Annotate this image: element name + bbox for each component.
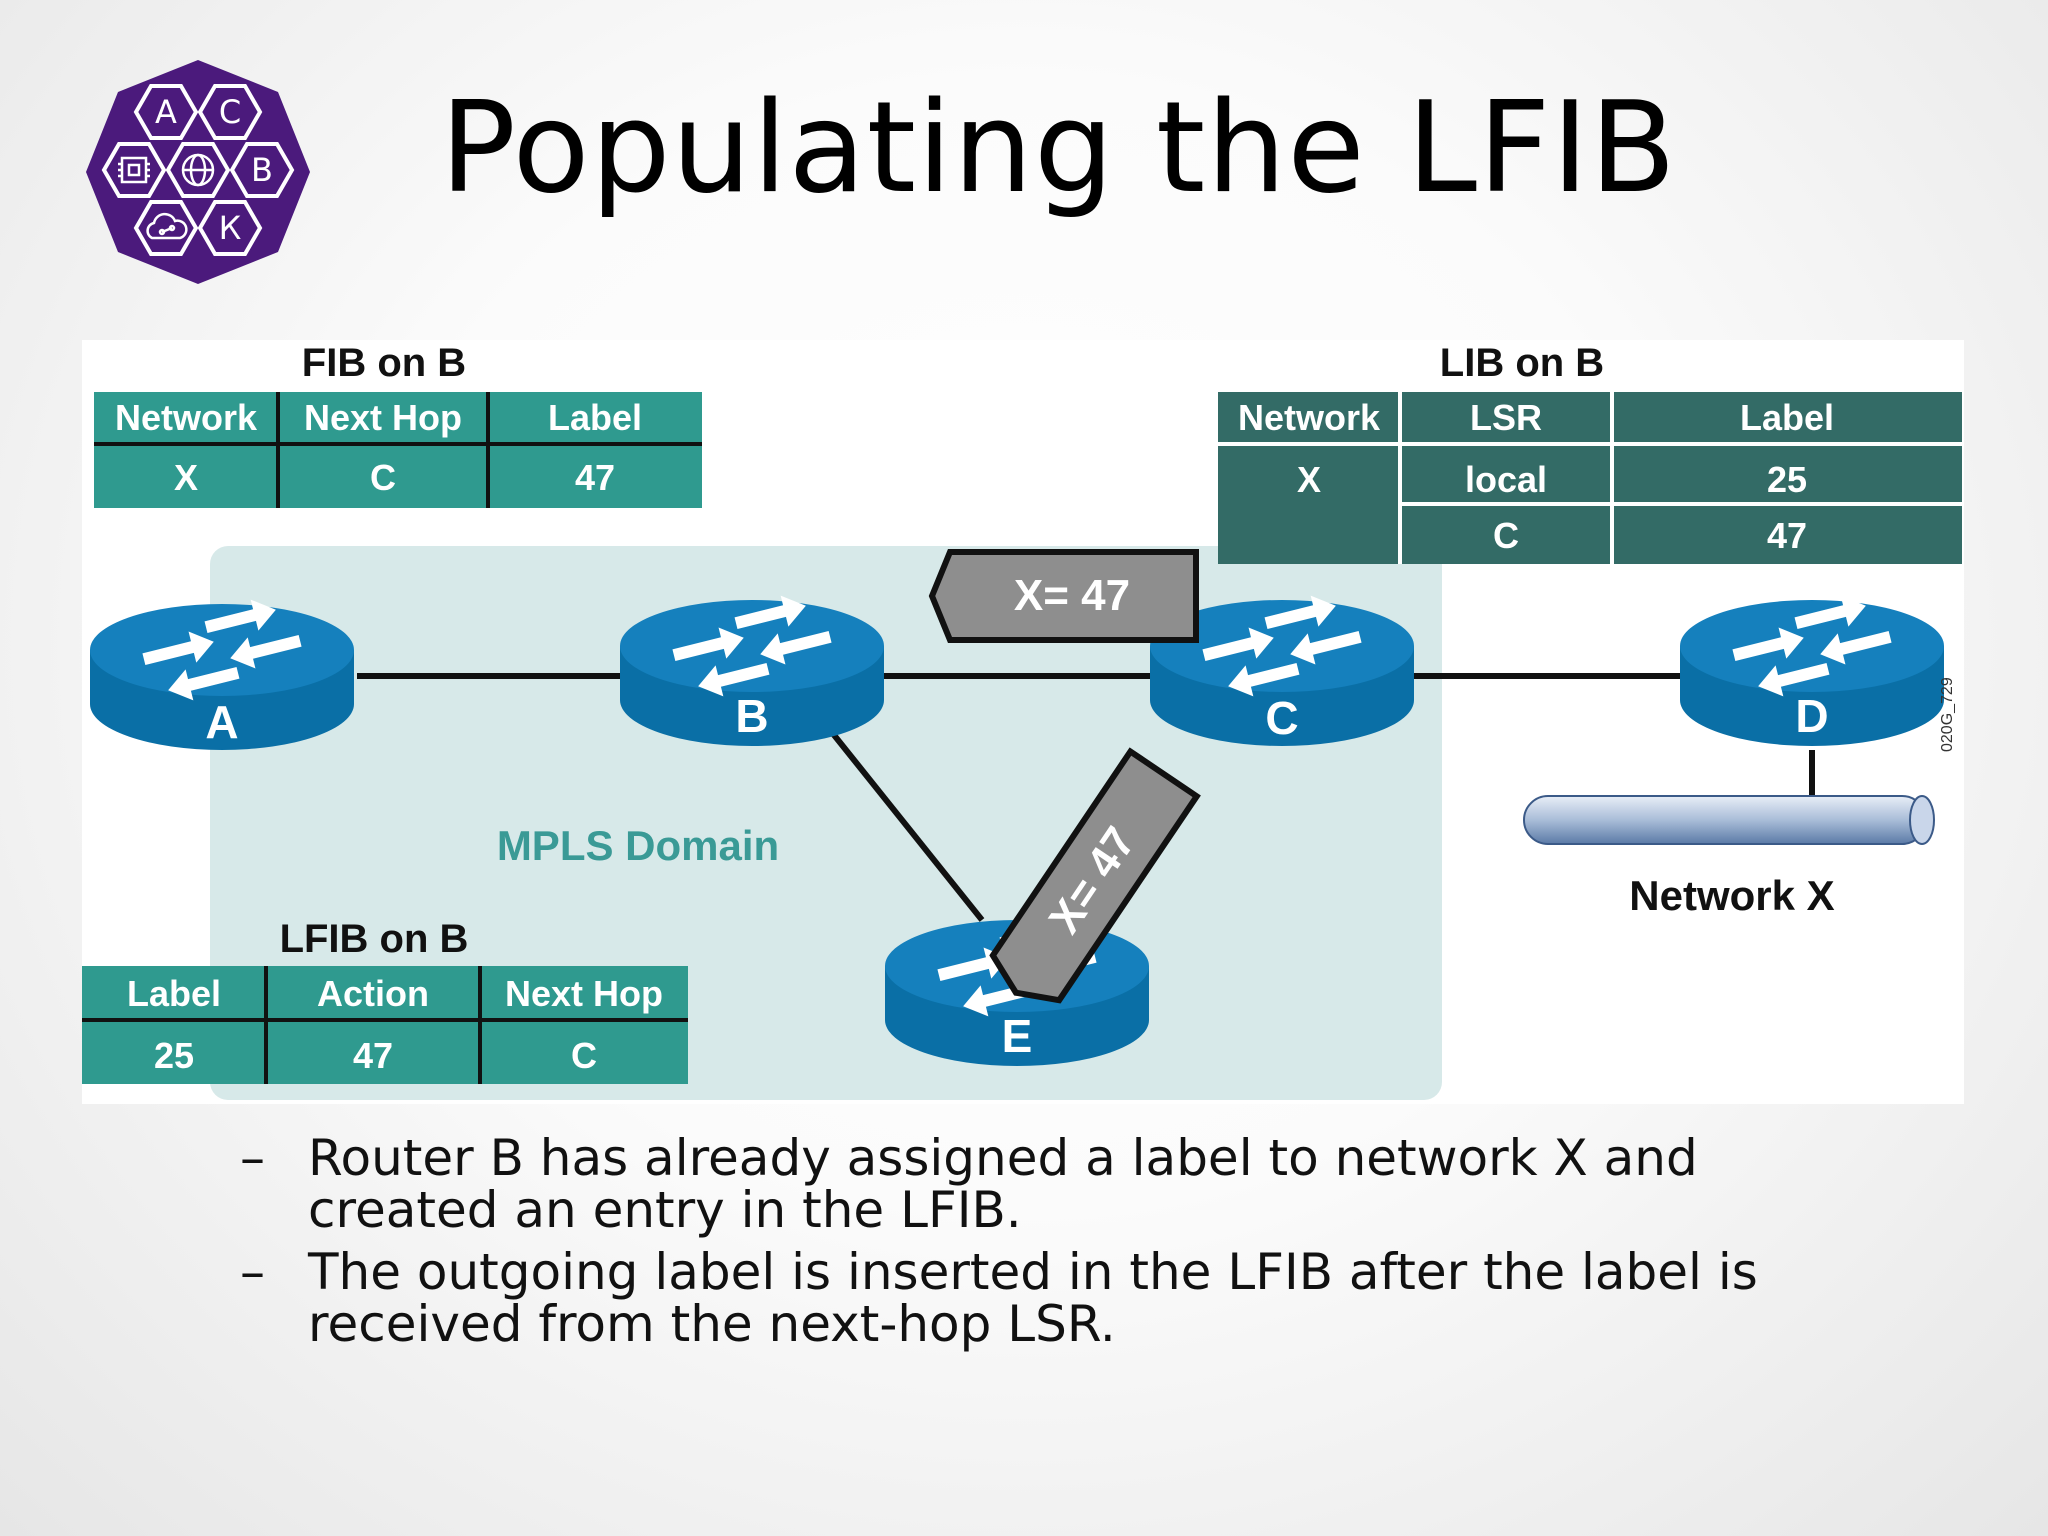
cloud-icon <box>146 212 188 240</box>
lib-cell: local <box>1465 459 1547 500</box>
fib-header-next-hop: Next Hop <box>304 397 462 438</box>
network-diagram: MPLS Domain Network X A <box>82 341 1962 1100</box>
lfib-table: LFIB on B Label Action Next Hop 25 47 C <box>82 917 688 1084</box>
bullet-text: Router B has already assigned a label to… <box>308 1129 1698 1239</box>
router-a[interactable]: A <box>90 594 354 750</box>
logo-letter-a: A <box>155 93 177 131</box>
lib-cell: 25 <box>1767 459 1807 500</box>
fib-cell: X <box>174 457 198 498</box>
router-e[interactable]: E <box>885 910 1149 1066</box>
bullet-dash: – <box>240 1243 265 1301</box>
lib-header-lsr: LSR <box>1470 397 1542 438</box>
lib-title: LIB on B <box>1440 341 1604 385</box>
router-c[interactable]: C <box>1150 590 1414 746</box>
lfib-cell: C <box>571 1035 597 1076</box>
router-b[interactable]: B <box>620 590 884 746</box>
bullet-item: – Router B has already assigned a label … <box>240 1132 1840 1236</box>
lfib-header-next-hop: Next Hop <box>505 973 663 1014</box>
mpls-domain-label: MPLS Domain <box>497 822 779 869</box>
logo-letter-k: К <box>219 209 242 247</box>
globe-icon <box>181 153 215 187</box>
logo: A C B К <box>86 60 310 284</box>
lib-table: LIB on B Network LSR Label X local 25 C … <box>1218 341 1962 564</box>
router-b-label: B <box>735 690 768 742</box>
lfib-cell: 25 <box>154 1035 194 1076</box>
lfib-title: LFIB on B <box>280 917 469 961</box>
bullet-dash: – <box>240 1129 265 1187</box>
label-tag-c-to-b: X= 47 <box>928 549 1199 643</box>
network-x-segment <box>1523 795 1935 845</box>
bullet-text: The outgoing label is inserted in the LF… <box>308 1243 1758 1353</box>
fib-cell: C <box>370 457 396 498</box>
lib-cell: C <box>1493 515 1519 556</box>
slide-title: Populating the LFIB <box>440 74 1678 221</box>
lib-cell-network: X <box>1297 459 1321 500</box>
lfib-cell: 47 <box>353 1035 393 1076</box>
lfib-header-label: Label <box>127 973 221 1014</box>
lib-header-network: Network <box>1238 397 1381 438</box>
router-c-label: C <box>1265 692 1298 744</box>
logo-letter-b: B <box>251 151 273 189</box>
router-a-label: A <box>205 696 238 748</box>
fib-header-label: Label <box>548 397 642 438</box>
bullet-list: – Router B has already assigned a label … <box>240 1132 1840 1360</box>
lib-header-label: Label <box>1740 397 1834 438</box>
link-b-e <box>827 728 985 922</box>
logo-hex-chip <box>102 142 166 198</box>
bullet-item: – The outgoing label is inserted in the … <box>240 1246 1840 1350</box>
fib-table: FIB on B Network Next Hop Label X C 47 <box>94 341 702 508</box>
tag-c-to-b-text: X= 47 <box>1014 571 1130 620</box>
fib-header-network: Network <box>115 397 258 438</box>
router-d-label: D <box>1795 690 1828 742</box>
lib-cell: 47 <box>1767 515 1807 556</box>
router-d[interactable]: D <box>1680 590 1944 746</box>
chip-icon <box>118 156 150 184</box>
logo-letter-c: C <box>219 93 241 131</box>
fib-cell: 47 <box>575 457 615 498</box>
lfib-header-action: Action <box>317 973 429 1014</box>
diagram-panel: MPLS Domain Network X A <box>82 340 1964 1104</box>
figure-id: 020G_729 <box>1939 677 1956 752</box>
fib-title: FIB on B <box>302 341 466 385</box>
network-x-label: Network X <box>1629 872 1834 919</box>
router-e-label: E <box>1002 1010 1033 1062</box>
